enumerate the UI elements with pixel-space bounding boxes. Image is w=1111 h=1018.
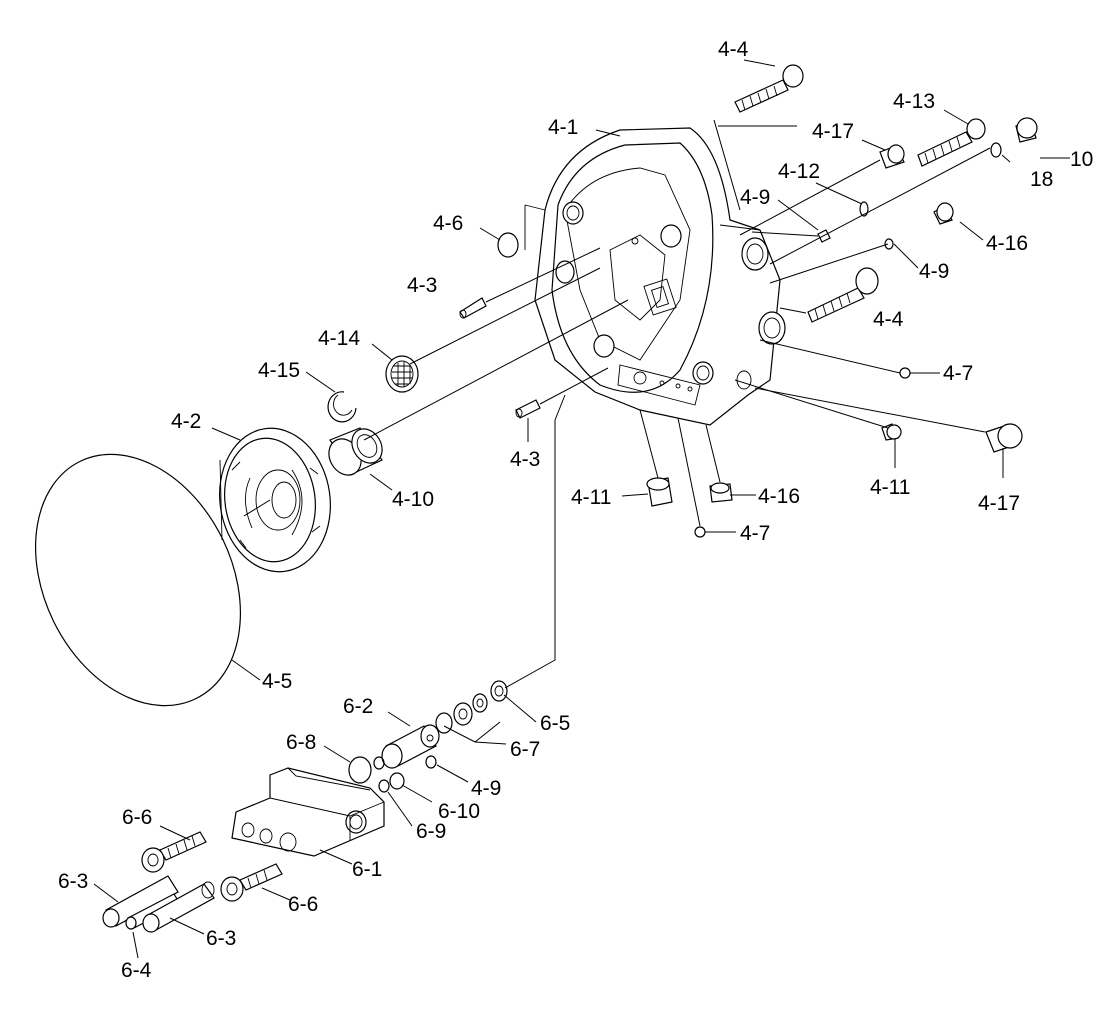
washers-6-5-6-7: [435, 680, 508, 734]
callout-4-9-c: 4-9: [471, 777, 501, 800]
callout-4-4-top: 4-4: [718, 38, 749, 61]
callout-6-6-bottom: 6-6: [288, 893, 318, 916]
callout-4-3-top: 4-3: [407, 274, 437, 297]
callout-4-13: 4-13: [893, 90, 935, 113]
plug-4-11-right: [881, 423, 902, 441]
callout-6-3-bottom: 6-3: [206, 927, 236, 950]
pin-4-3-top: [459, 297, 487, 319]
snap-ring-4-15: [327, 391, 357, 423]
callout-4-14: 4-14: [318, 327, 360, 350]
callout-6-8: 6-8: [286, 731, 316, 754]
callout-4-16-bottom: 4-16: [758, 485, 800, 508]
o-ring-4-12: [859, 201, 869, 217]
callout-10: 10: [1070, 148, 1093, 171]
callout-4-16-right: 4-16: [986, 232, 1028, 255]
plug-4-16-right: [933, 202, 954, 225]
callout-6-2: 6-2: [343, 695, 373, 718]
callout-18: 18: [1030, 168, 1053, 191]
callout-4-15: 4-15: [258, 359, 300, 382]
valve-plate-4-2: [219, 427, 331, 573]
plug-4-11-left: [646, 477, 673, 507]
bolt-6-6-bottom: [220, 863, 283, 902]
bolt-4-4-mid: [807, 267, 879, 323]
callout-4-7-bottom: 4-7: [740, 522, 770, 545]
callout-6-6-top: 6-6: [122, 806, 152, 829]
callout-4-17-top: 4-17: [812, 120, 854, 143]
o-ring-6-8: [348, 756, 372, 784]
o-ring-6-10: [389, 772, 405, 790]
callout-6-1: 6-1: [352, 858, 382, 881]
pin-4-9-b: [884, 238, 894, 250]
sleeve-6-2: [373, 724, 440, 770]
plug-10: [1015, 117, 1038, 143]
o-ring-18: [990, 142, 1002, 158]
bushing-4-10: [328, 427, 383, 476]
plug-4-17-bottom: [985, 423, 1023, 453]
spool-6-3-bottom: [142, 881, 215, 933]
callout-6-10: 6-10: [438, 800, 480, 823]
callout-4-12: 4-12: [778, 160, 820, 183]
bolt-4-13: [917, 118, 986, 167]
callout-leaders: [93, 59, 1070, 959]
plug-4-7-right: [899, 367, 911, 379]
bolt-6-6-top: [141, 831, 207, 873]
callout-4-9-a: 4-9: [740, 186, 770, 209]
callout-6-5: 6-5: [540, 712, 570, 735]
block-6-1: [231, 767, 385, 857]
callout-4-1: 4-1: [548, 116, 578, 139]
callout-4-10: 4-10: [392, 488, 434, 511]
callout-6-4: 6-4: [121, 959, 152, 982]
callout-4-5: 4-5: [262, 670, 292, 693]
callout-6-3-left: 6-3: [58, 870, 88, 893]
housing-4-1: [524, 127, 786, 426]
callout-4-4-mid: 4-4: [873, 308, 904, 331]
o-ring-6-9: [378, 779, 390, 793]
callout-6-7: 6-7: [510, 738, 540, 761]
plug-4-17-top: [879, 144, 905, 169]
o-ring-4-6: [497, 232, 519, 258]
assembly-lines: [243, 119, 991, 689]
pin-4-9-c: [425, 755, 437, 769]
pin-4-3-bottom: [515, 399, 541, 419]
callout-4-3-bottom: 4-3: [510, 448, 540, 471]
o-ring-4-5: [34, 453, 242, 707]
spool-6-3-left: [102, 875, 179, 928]
bolt-4-4-top: [734, 64, 804, 113]
callout-4-17-bottom: 4-17: [978, 492, 1020, 515]
callout-4-2: 4-2: [171, 410, 201, 433]
plug-4-7-bottom: [694, 526, 706, 538]
callout-4-11-left: 4-11: [571, 486, 611, 509]
callout-4-7-right: 4-7: [943, 362, 973, 385]
callout-4-11-right: 4-11: [870, 476, 910, 499]
callout-6-9: 6-9: [416, 820, 446, 843]
callout-4-6: 4-6: [433, 212, 463, 235]
strainer-4-14: [385, 355, 419, 393]
plug-4-16-bottom: [709, 482, 733, 503]
callout-labels: 4-4 4-1 4-17 4-13 10 18 4-12 4-9 4-6 4-1…: [58, 38, 1093, 982]
callout-4-9-b: 4-9: [919, 260, 949, 283]
